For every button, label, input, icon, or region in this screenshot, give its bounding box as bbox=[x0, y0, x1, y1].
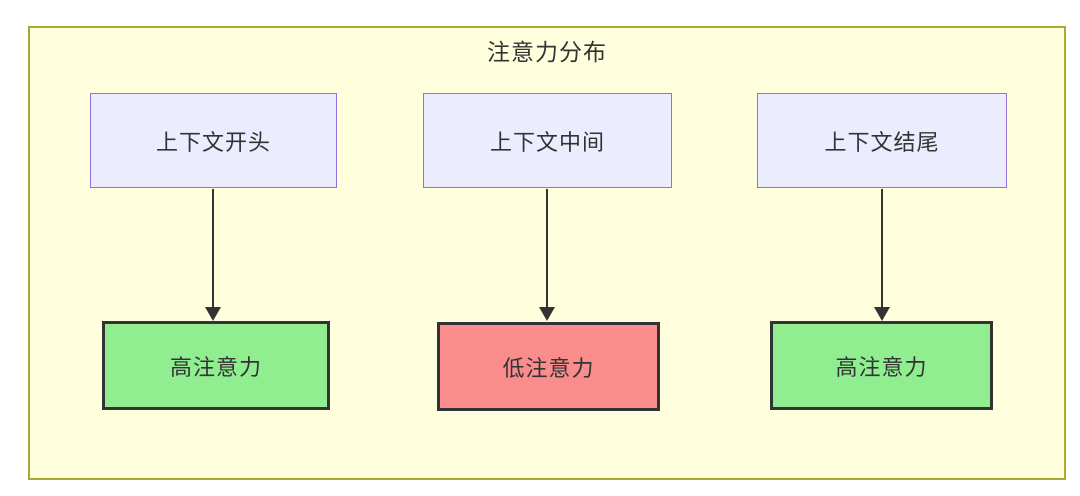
diagram-title: 注意力分布 bbox=[487, 39, 607, 65]
arrowhead-icon bbox=[539, 307, 555, 321]
arrow-shaft bbox=[546, 189, 548, 308]
node-context-middle: 上下文中间 bbox=[423, 93, 672, 188]
arrow-middle-to-low bbox=[539, 189, 555, 321]
arrowhead-icon bbox=[874, 307, 890, 321]
node-context-start: 上下文开头 bbox=[90, 93, 337, 188]
node-high-attention-1: 高注意力 bbox=[102, 321, 330, 410]
node-high-attention-2: 高注意力 bbox=[770, 321, 993, 410]
node-context-end: 上下文结尾 bbox=[757, 93, 1007, 188]
arrow-shaft bbox=[212, 189, 214, 308]
arrow-end-to-high bbox=[874, 189, 890, 321]
arrowhead-icon bbox=[205, 307, 221, 321]
arrow-shaft bbox=[881, 189, 883, 308]
node-low-attention: 低注意力 bbox=[437, 322, 660, 411]
arrow-start-to-high bbox=[205, 189, 221, 321]
